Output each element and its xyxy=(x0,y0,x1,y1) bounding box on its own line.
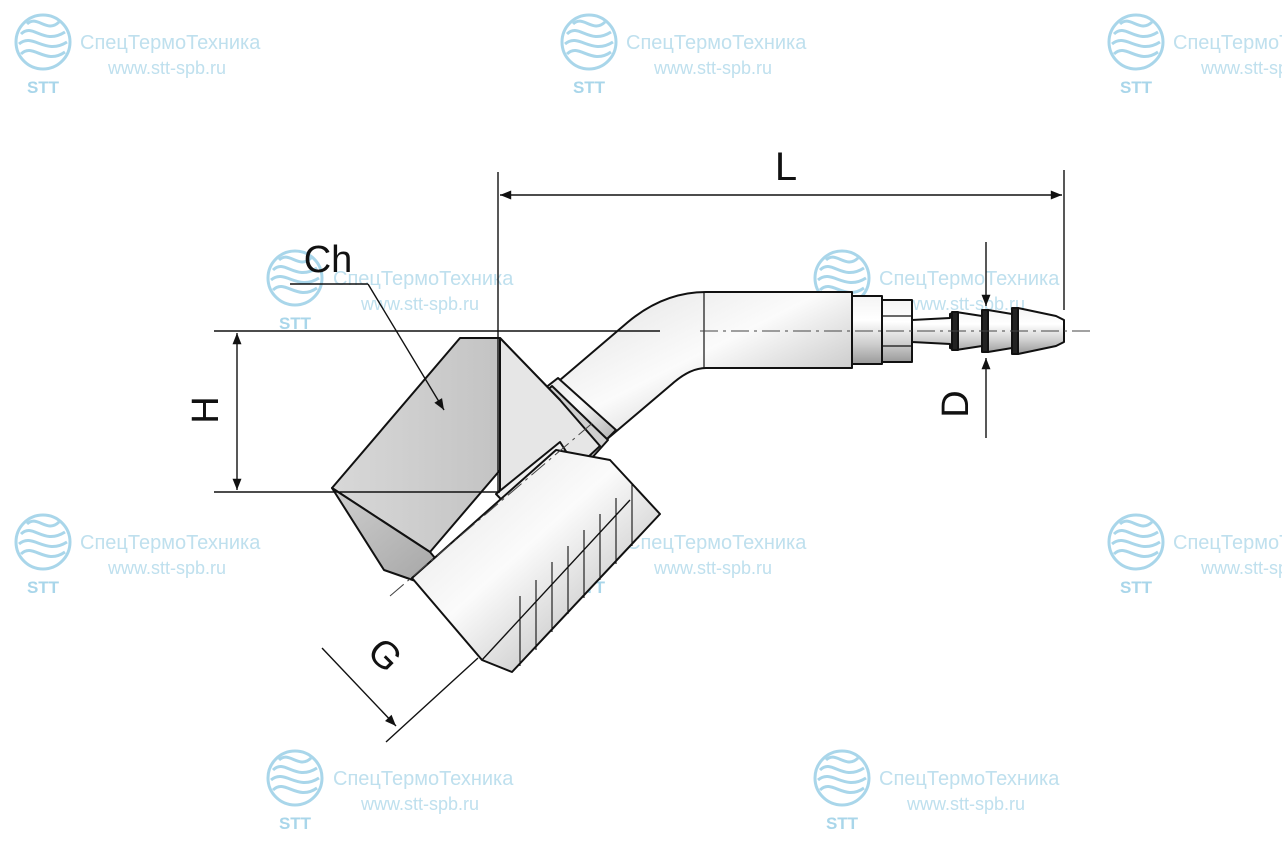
watermark-logo-text: STT xyxy=(826,814,859,833)
elbow-tube xyxy=(559,291,853,441)
fitting-illustration xyxy=(331,291,1065,673)
dimension-lines xyxy=(214,170,1065,743)
watermark-top-center: STT СпецТермоТехника www.stt-spb.ru xyxy=(560,13,807,97)
watermark-logo-text: STT xyxy=(573,78,606,97)
stt-wave-logo-icon xyxy=(14,13,72,71)
centerlines xyxy=(389,330,1090,597)
dim-label-Ch: Ch xyxy=(304,239,353,281)
stt-wave-logo-icon xyxy=(14,513,72,571)
watermark-company: СпецТермоТехника xyxy=(333,268,514,290)
dim-label-H: H xyxy=(185,396,227,423)
watermark-url: www.stt-spb.ru xyxy=(360,294,479,314)
watermark-url: www.stt-spb.ru xyxy=(1200,58,1282,78)
dim-G-extension xyxy=(385,657,479,743)
watermark-logo-text: STT xyxy=(279,314,312,333)
watermark-company: СпецТермоТехника xyxy=(626,32,807,54)
watermark-url: www.stt-spb.ru xyxy=(653,558,772,578)
watermark-url: www.stt-spb.ru xyxy=(906,794,1025,814)
watermark-company: СпецТермоТехника xyxy=(1173,532,1282,554)
stt-wave-logo-icon xyxy=(266,749,324,807)
watermark-bottom-left: STT СпецТермоТехника www.stt-spb.ru xyxy=(266,749,514,833)
stt-wave-logo-icon xyxy=(813,749,871,807)
watermark-url: www.stt-spb.ru xyxy=(1200,558,1282,578)
ferrule xyxy=(851,295,883,365)
watermark-top-right: STT СпецТермоТехника www.stt-spb.ru xyxy=(1107,13,1282,97)
dim-label-D: D xyxy=(935,390,977,417)
stt-wave-logo-icon xyxy=(560,13,618,71)
watermark-company: СпецТермоТехника xyxy=(80,532,261,554)
watermark-mid-upper-left: STT СпецТермоТехника www.stt-spb.ru xyxy=(266,249,514,333)
watermark-url: www.stt-spb.ru xyxy=(653,58,772,78)
watermark-url: www.stt-spb.ru xyxy=(360,794,479,814)
watermark-url: www.stt-spb.ru xyxy=(107,58,226,78)
dim-label-G: G xyxy=(359,630,410,681)
watermark-company: СпецТермоТехника xyxy=(80,32,261,54)
watermark-company: СпецТермоТехника xyxy=(879,268,1060,290)
watermark-url: www.stt-spb.ru xyxy=(906,294,1025,314)
watermark-top-left: STT СпецТермоТехника www.stt-spb.ru xyxy=(14,13,261,97)
watermark-company: СпецТермоТехника xyxy=(1173,32,1282,54)
watermark-logo-text: STT xyxy=(27,578,60,597)
watermark-company: СпецТермоТехника xyxy=(879,768,1060,790)
watermark-url: www.stt-spb.ru xyxy=(107,558,226,578)
watermark-logo-text: STT xyxy=(27,78,60,97)
dim-label-L: L xyxy=(775,145,797,189)
watermark-logo-text: STT xyxy=(1120,578,1153,597)
nut-centerline xyxy=(389,419,597,597)
watermark-company: СпецТермоТехника xyxy=(626,532,807,554)
dim-G-arrow xyxy=(321,647,397,727)
watermark-logo-text: STT xyxy=(1120,78,1153,97)
stt-wave-logo-icon xyxy=(1107,13,1165,71)
watermark-mid-left: STT СпецТермоТехника www.stt-spb.ru xyxy=(14,513,261,597)
watermark-company: СпецТермоТехника xyxy=(333,768,514,790)
watermark-mid-right: STT СпецТермоТехника www.stt-spb.ru xyxy=(1107,513,1282,597)
stt-wave-logo-icon xyxy=(1107,513,1165,571)
watermark-logo-text: STT xyxy=(279,814,312,833)
dim-Ch-leader xyxy=(367,283,445,411)
watermark-bottom-right: STT СпецТермоТехника www.stt-spb.ru xyxy=(813,749,1060,833)
